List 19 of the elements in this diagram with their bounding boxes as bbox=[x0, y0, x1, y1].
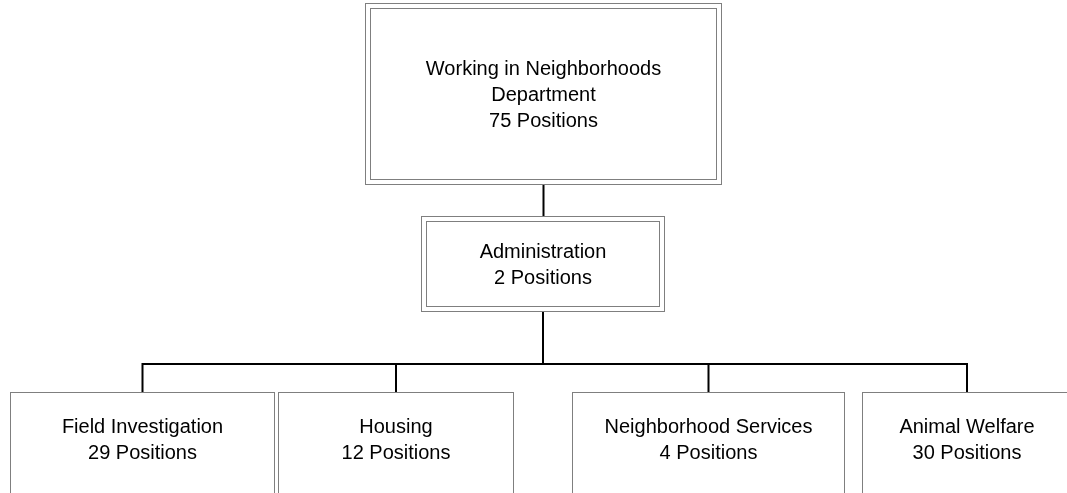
box-text: 2 Positions bbox=[494, 265, 592, 290]
connector-line bbox=[542, 184, 545, 217]
org-box bbox=[572, 392, 845, 493]
box-text: Animal Welfare bbox=[899, 414, 1035, 439]
box-text: 29 Positions bbox=[88, 440, 197, 465]
org-box bbox=[365, 3, 722, 185]
box-text: Housing bbox=[359, 414, 433, 439]
box-text: 75 Positions bbox=[489, 108, 598, 133]
box-text: Neighborhood Services bbox=[604, 414, 813, 439]
box-text: Administration bbox=[479, 239, 607, 264]
org-box bbox=[278, 392, 514, 493]
box-text: 4 Positions bbox=[659, 440, 758, 465]
org-box bbox=[862, 392, 1067, 493]
org-box bbox=[10, 392, 275, 493]
box-text: Field Investigation bbox=[61, 414, 224, 439]
box-text: Working in Neighborhoods Department bbox=[424, 56, 663, 107]
box-text: 12 Positions bbox=[341, 440, 451, 465]
box-text: 30 Positions bbox=[912, 440, 1022, 465]
org-box bbox=[421, 216, 665, 312]
